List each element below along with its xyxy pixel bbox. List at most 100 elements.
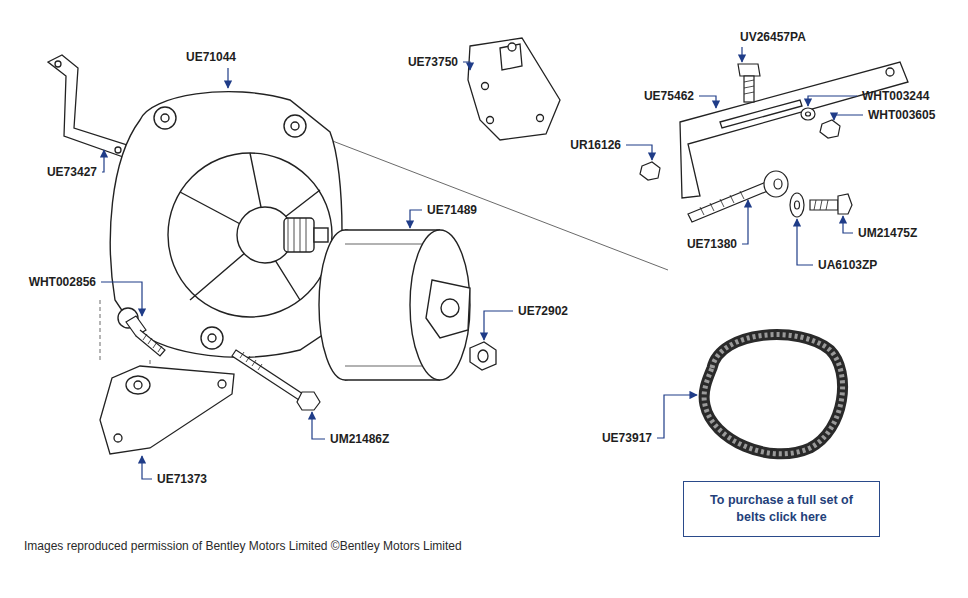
leader-line [742, 200, 748, 244]
bolt-shank [810, 200, 838, 210]
bracket-hole [218, 380, 226, 388]
leader-line [657, 395, 697, 438]
housing-face [168, 153, 332, 317]
nut [820, 120, 840, 138]
part-number: UE73750 [408, 55, 458, 69]
bracket-hole [508, 43, 516, 51]
bracket-outline [48, 55, 130, 158]
leader-line [741, 47, 742, 62]
bolt-shank [232, 350, 306, 402]
bracket-hole [134, 381, 142, 389]
nut [640, 162, 660, 180]
bracket-hole [115, 147, 121, 153]
part-number: UM21475Z [858, 226, 917, 240]
bolt-head [738, 64, 760, 76]
leader-line [797, 219, 813, 265]
fasteners [640, 108, 840, 180]
bolt [738, 64, 760, 102]
bolt-eye [764, 171, 788, 197]
bracket-boss [126, 376, 150, 394]
bolt-shank [744, 76, 754, 102]
bolt-shank [688, 182, 770, 222]
housing-outline [110, 92, 342, 358]
bolt-thread [814, 200, 828, 210]
part-number: WHT003605 [868, 108, 935, 122]
link-text: To purchase a full set of belts click he… [694, 492, 869, 526]
leader-lines [101, 47, 863, 479]
housing-ear [201, 327, 223, 349]
adjusting-link [680, 62, 908, 198]
ear-hole [208, 334, 216, 342]
eye-hole [774, 179, 782, 189]
bolt [126, 316, 165, 356]
ear-hole [291, 122, 299, 130]
bolt-shank [136, 330, 165, 356]
leader-line [142, 456, 152, 479]
bracket-hole [537, 115, 544, 122]
washer [790, 193, 804, 217]
part-number: UE72902 [518, 304, 568, 318]
bracket-hole [55, 61, 61, 67]
part-number: UE73427 [47, 165, 97, 179]
long-bolt [232, 350, 320, 410]
leader-line [808, 96, 857, 106]
part-number: UE71380 [687, 237, 737, 251]
housing-ribs [180, 153, 320, 300]
leader-line [843, 216, 853, 233]
bolt-thread [700, 191, 744, 215]
washer [801, 108, 815, 120]
bolt-head [838, 194, 852, 214]
link-box: To purchase a full set of belts click he… [683, 481, 880, 537]
clutch-plate [426, 280, 470, 338]
clutch-hub [441, 299, 459, 317]
leader-line [834, 115, 863, 120]
leader-line [227, 68, 228, 88]
link-outline [680, 62, 908, 198]
bracket-outline [100, 366, 234, 454]
bolt-thread [143, 334, 162, 352]
bracket-hole [114, 434, 122, 442]
strap-bracket [48, 55, 130, 158]
housing-ear [154, 107, 176, 129]
bolt-head [297, 392, 320, 410]
washer-hole [795, 201, 800, 209]
clutch-pulley [319, 230, 470, 380]
credit-note: Images reproduced permission of Bentley … [24, 539, 462, 553]
part-number: UA6103ZP [818, 258, 877, 272]
eye-bolt [688, 171, 852, 222]
pulley-grooves [288, 218, 306, 252]
bolt-thread [240, 352, 262, 370]
drive-pulley [284, 218, 314, 252]
leader-line [410, 210, 422, 228]
nut [470, 342, 496, 370]
alternator [110, 92, 342, 358]
leader-line [102, 150, 104, 172]
part-number: UE71489 [427, 203, 477, 217]
nut-body [470, 342, 496, 370]
shaft [314, 228, 328, 242]
part-number: WHT003244 [862, 89, 929, 103]
belt-outer [704, 335, 842, 454]
leader-line [699, 96, 716, 108]
part-number: UR16126 [570, 138, 621, 152]
lower-bracket [100, 366, 234, 454]
leader-line [101, 282, 142, 316]
part-number: UE71044 [186, 50, 236, 64]
housing-ear [284, 115, 306, 137]
ear-hole [161, 114, 169, 122]
bracket-hole [487, 117, 494, 124]
mounting-bracket [468, 38, 560, 140]
leader-line [626, 145, 652, 160]
washer-hole [806, 112, 811, 116]
nut-hole [478, 350, 488, 362]
link-slot [720, 100, 802, 128]
part-number: UE73917 [602, 431, 652, 445]
bracket-boss [500, 44, 522, 70]
part-number: UE71373 [157, 472, 207, 486]
leader-line [463, 62, 470, 70]
drive-belt [704, 335, 842, 454]
part-number: UV26457PA [740, 30, 806, 44]
belt-teeth [704, 335, 842, 454]
leader-line [484, 311, 513, 340]
